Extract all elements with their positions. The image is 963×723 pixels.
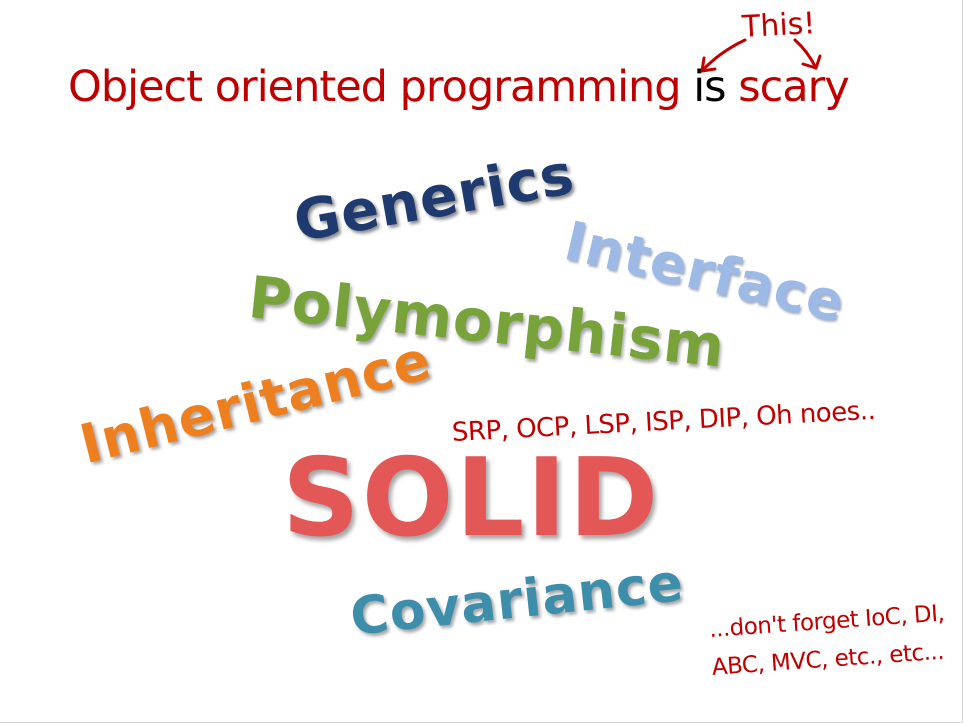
- word-covariance: Covariance: [347, 553, 687, 648]
- word-solid: SOLID: [282, 436, 661, 561]
- title-part-oop: Object oriented programming: [68, 62, 682, 112]
- slide-title: Object oriented programming is scary: [68, 62, 850, 112]
- word-generics: Generics: [289, 141, 580, 256]
- this-annotation: This!: [741, 6, 817, 45]
- title-part-scary: scary: [738, 62, 850, 112]
- title-part-is: is: [693, 62, 726, 112]
- extra-terms-annotation: ...don't forget IoC, DI, ABC, MVC, etc.,…: [708, 596, 948, 688]
